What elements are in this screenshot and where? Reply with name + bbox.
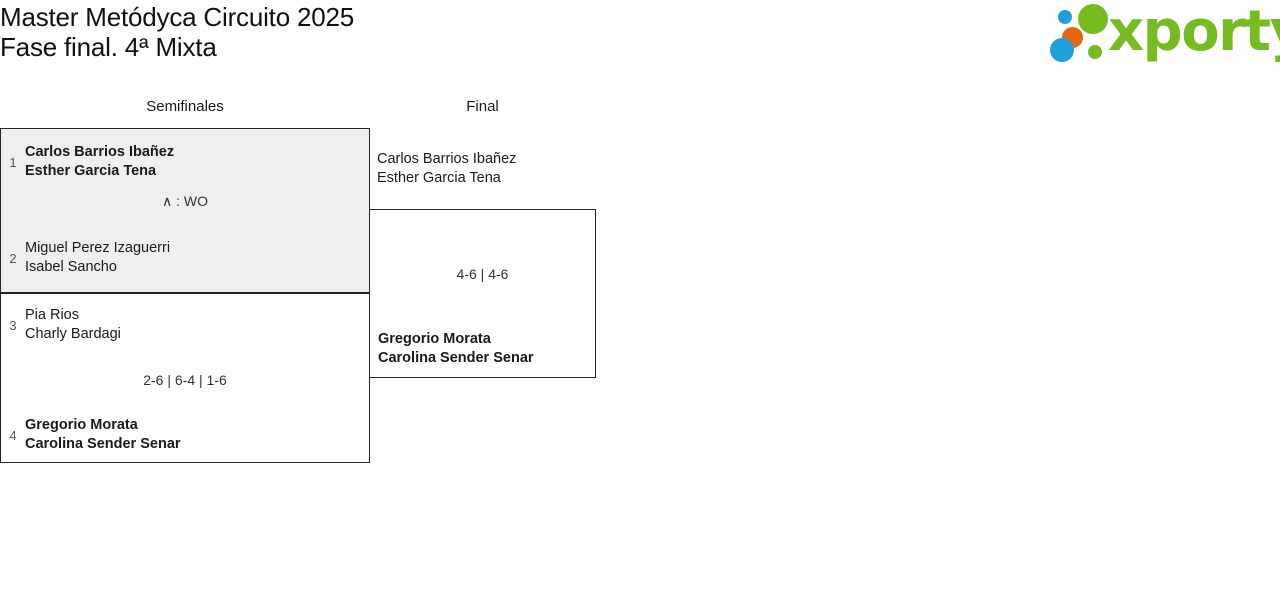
page-title: Master Metódyca Circuito 2025 Fase final… (0, 2, 354, 63)
team-players: Pia Rios Charly Bardagi (25, 306, 121, 344)
match-semifinal-1-score: ∧ : WO (161, 193, 209, 209)
player-name: Gregorio Morata (25, 417, 138, 433)
player-name: Gregorio Morata (378, 331, 491, 347)
match-semifinal-2-team-top[interactable]: 3 Pia Rios Charly Bardagi (1, 306, 369, 344)
team-players: Gregorio Morata Carolina Sender Senar (378, 330, 534, 368)
player-name: Isabel Sancho (25, 259, 117, 275)
player-name: Esther Garcia Tena (25, 163, 157, 179)
player-name: Carolina Sender Senar (25, 436, 181, 452)
player-name: Charly Bardagi (25, 326, 121, 342)
match-final-score: 4-6 | 4-6 (456, 266, 509, 282)
xporty-logo[interactable]: xporty (1048, 0, 1280, 66)
match-final-team-bottom[interactable]: Gregorio Morata Carolina Sender Senar (378, 330, 595, 368)
match-semifinal-1[interactable]: 1 Carlos Barrios Ibañez Esther Garcia Te… (0, 128, 370, 293)
logo-dot-green-small-icon (1088, 45, 1102, 59)
match-semifinal-1-team-bottom[interactable]: 2 Miguel Perez Izaguerri Isabel Sancho (1, 239, 369, 277)
team-players: Miguel Perez Izaguerri Isabel Sancho (25, 239, 170, 277)
logo-wordmark: xporty (1108, 0, 1280, 64)
player-name: Miguel Perez Izaguerri (25, 240, 171, 256)
match-final[interactable]: 4-6 | 4-6 Gregorio Morata Carolina Sende… (369, 209, 596, 378)
round-header-semifinales: Semifinales (146, 98, 224, 115)
page-header: Master Metódyca Circuito 2025 Fase final… (0, 0, 1280, 80)
team-players: Carlos Barrios Ibañez Esther Garcia Tena (25, 143, 174, 181)
match-semifinal-2-team-bottom[interactable]: 4 Gregorio Morata Carolina Sender Senar (1, 416, 369, 454)
logo-dots-icon (1048, 2, 1114, 64)
player-name: Esther Garcia Tena (377, 170, 501, 186)
player-name: Carlos Barrios Ibañez (25, 144, 175, 160)
tournament-name: Master Metódyca Circuito 2025 (0, 2, 355, 32)
match-final-team-top[interactable]: Carlos Barrios Ibañez Esther Garcia Tena (377, 150, 516, 188)
tournament-phase: Fase final. 4ª Mixta (0, 32, 217, 63)
match-semifinal-2-score: 2-6 | 6-4 | 1-6 (143, 372, 227, 388)
logo-dot-blue-small-icon (1058, 10, 1072, 24)
logo-dot-green-large-icon (1078, 4, 1108, 34)
seed-number: 3 (9, 317, 17, 333)
round-header-final: Final (466, 98, 499, 115)
player-name: Carolina Sender Senar (378, 350, 534, 366)
logo-dot-blue-large-icon (1050, 38, 1074, 62)
match-semifinal-2[interactable]: 3 Pia Rios Charly Bardagi 2-6 | 6-4 | 1-… (0, 293, 370, 463)
seed-number: 4 (9, 427, 17, 443)
player-name: Carlos Barrios Ibañez (377, 151, 517, 167)
seed-number: 1 (9, 154, 17, 170)
match-semifinal-1-team-top[interactable]: 1 Carlos Barrios Ibañez Esther Garcia Te… (1, 143, 369, 181)
player-name: Pia Rios (25, 307, 79, 323)
seed-number: 2 (9, 250, 17, 266)
team-players: Gregorio Morata Carolina Sender Senar (25, 416, 181, 454)
tournament-bracket: Semifinales Final 1 Carlos Barrios Ibañe… (0, 90, 1280, 490)
